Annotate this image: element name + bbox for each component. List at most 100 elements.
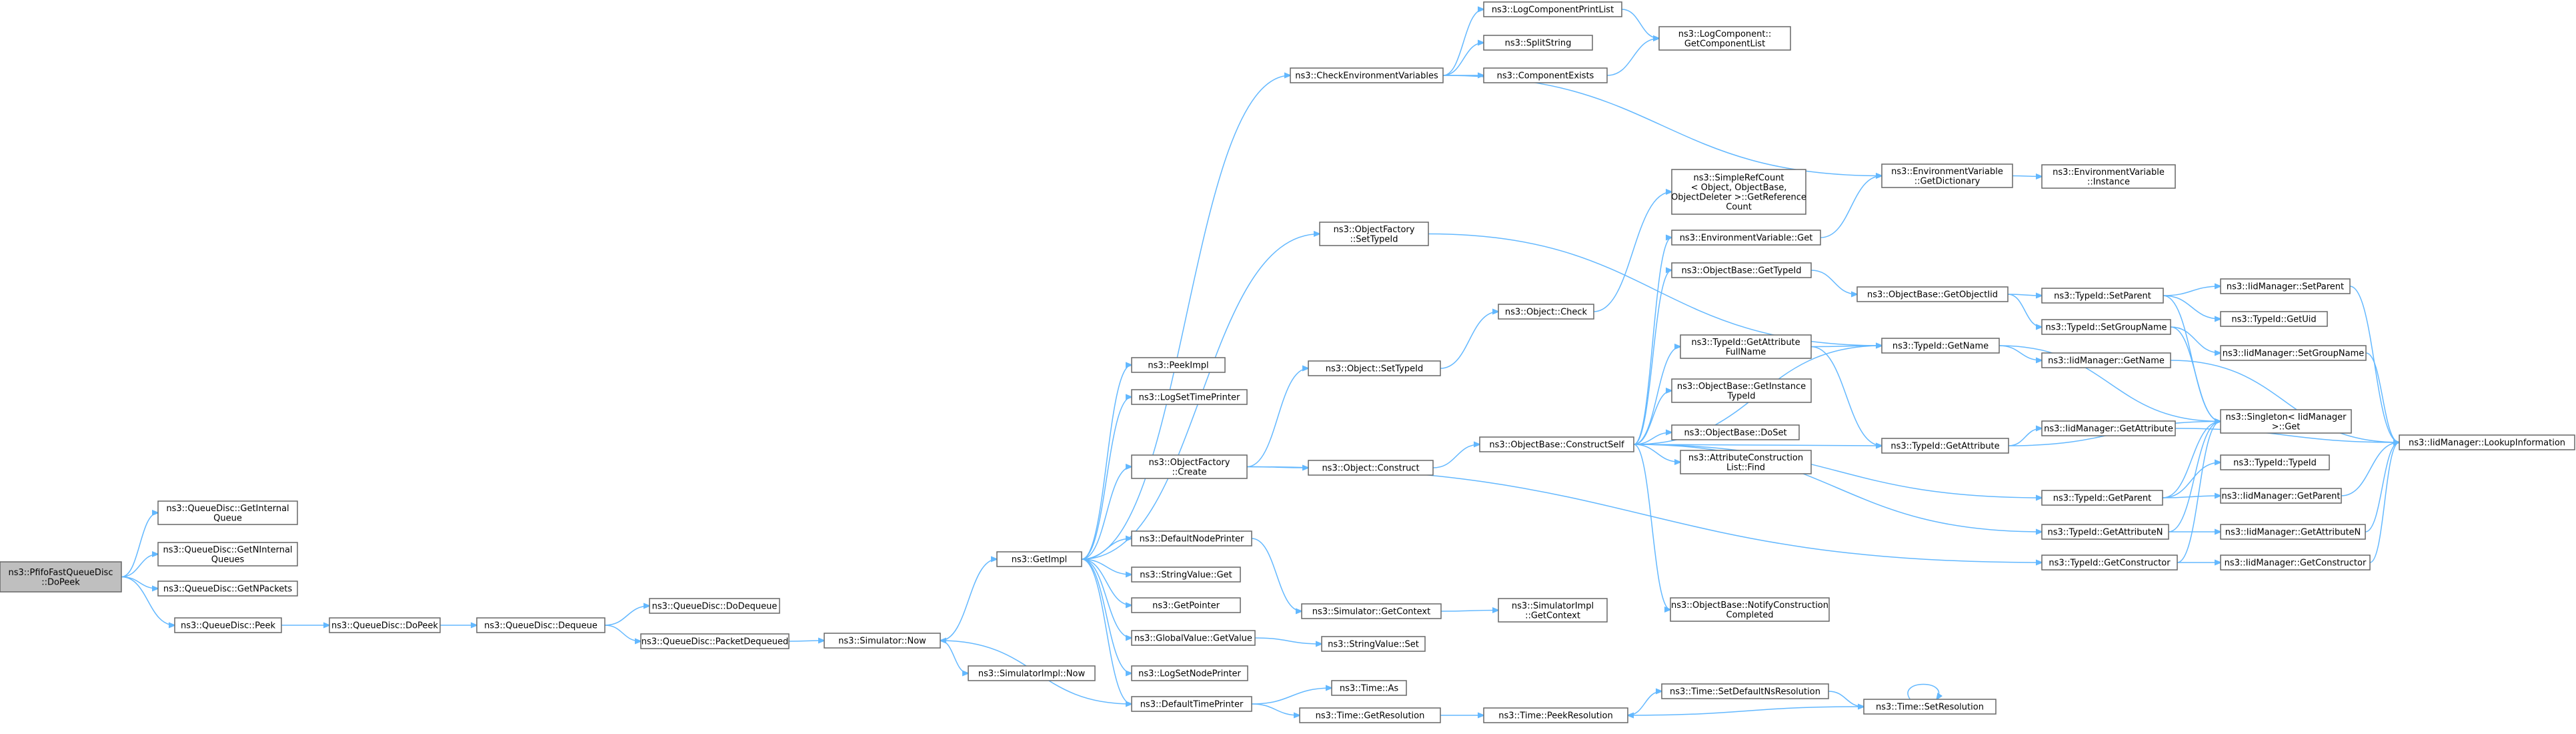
node-box bbox=[476, 617, 605, 633]
node-typeIdSetParent[interactable]: ns3::TypeId::SetParent bbox=[2041, 288, 2164, 304]
edge-typeIdSetParent-to-iidManagerSetParent bbox=[2163, 286, 2221, 296]
node-getPointer[interactable]: ns3::GetPointer bbox=[1131, 597, 1241, 613]
node-objFactorySetTypeId[interactable]: ns3::ObjectFactory::SetTypeId bbox=[1319, 222, 1429, 246]
node-label-line: ns3::IidManager::GetAttribute bbox=[2044, 424, 2173, 434]
node-objFactoryCreate[interactable]: ns3::ObjectFactory::Create bbox=[1131, 454, 1248, 479]
node-objectSetTypeId[interactable]: ns3::Object::SetTypeId bbox=[1308, 360, 1441, 376]
node-box bbox=[1671, 230, 1821, 246]
edge-objBaseConstructSelf-to-typeIdGetParent bbox=[1633, 444, 2042, 498]
node-label-line: ns3::ObjectBase::DoSet bbox=[1684, 428, 1786, 438]
node-simpleRefCount[interactable]: ns3::SimpleRefCount< Object, ObjectBase,… bbox=[1671, 169, 1806, 215]
node-box bbox=[1308, 460, 1434, 476]
node-typeIdGetConstructor[interactable]: ns3::TypeId::GetConstructor bbox=[2041, 555, 2178, 571]
node-stringValueGet[interactable]: ns3::StringValue::Get bbox=[1131, 567, 1241, 583]
node-checkEnvVars[interactable]: ns3::CheckEnvironmentVariables bbox=[1290, 67, 1444, 83]
node-box bbox=[2220, 278, 2351, 294]
node-iidManagerGetName[interactable]: ns3::IidManager::GetName bbox=[2041, 352, 2171, 368]
node-doDequeue[interactable]: ns3::QueueDisc::DoDequeue bbox=[649, 598, 780, 614]
node-envVarGetDictionary[interactable]: ns3::EnvironmentVariable::GetDictionary bbox=[1881, 163, 2013, 188]
node-timeSetDefaultNsResolution[interactable]: ns3::Time::SetDefaultNsResolution bbox=[1661, 683, 1829, 699]
node-timeAs[interactable]: ns3::Time::As bbox=[1331, 680, 1407, 696]
node-globalValueGetValue[interactable]: ns3::GlobalValue::GetValue bbox=[1131, 630, 1256, 646]
node-label-line: ns3::QueueDisc::Peek bbox=[181, 621, 275, 631]
node-dequeue[interactable]: ns3::QueueDisc::Dequeue bbox=[476, 617, 605, 633]
node-simNow[interactable]: ns3::Simulator::Now bbox=[824, 633, 941, 649]
edge-checkEnvVars-to-logComponentPrintList bbox=[1442, 9, 1484, 76]
node-stringValueSet[interactable]: ns3::StringValue::Set bbox=[1321, 636, 1426, 652]
edge-root-to-peek bbox=[121, 576, 175, 626]
node-label-line: ns3::DefaultTimePrinter bbox=[1140, 700, 1244, 710]
node-objBaseNotifyConstructionCompleted[interactable]: ns3::ObjectBase::NotifyConstructionCompl… bbox=[1670, 597, 1830, 622]
node-peekImpl[interactable]: ns3::PeekImpl bbox=[1131, 357, 1226, 373]
node-envVarInstance[interactable]: ns3::EnvironmentVariable::Instance bbox=[2041, 164, 2176, 189]
node-iidManagerGetAttribute[interactable]: ns3::IidManager::GetAttribute bbox=[2041, 420, 2176, 436]
node-typeIdGetAttribute[interactable]: ns3::TypeId::GetAttribute bbox=[1881, 438, 2009, 454]
node-typeIdGetParent[interactable]: ns3::TypeId::GetParent bbox=[2041, 490, 2163, 506]
edge-objectSetTypeId-to-objectCheck bbox=[1440, 312, 1498, 369]
node-getNPackets[interactable]: ns3::QueueDisc::GetNPackets bbox=[157, 581, 298, 597]
node-logSetNodePrinter[interactable]: ns3::LogSetNodePrinter bbox=[1131, 665, 1248, 681]
edge-getImpl-to-checkEnvVars bbox=[1081, 75, 1290, 560]
node-timePeekResolution[interactable]: ns3::Time::PeekResolution bbox=[1483, 707, 1628, 723]
node-iidManagerGetAttributeN[interactable]: ns3::IidManager::GetAttributeN bbox=[2220, 524, 2366, 540]
node-timeSetResolution[interactable]: ns3::Time::SetResolution bbox=[1863, 699, 1997, 715]
node-iidManagerSetParent[interactable]: ns3::IidManager::SetParent bbox=[2220, 278, 2351, 294]
node-objBaseGetObjectIid[interactable]: ns3::ObjectBase::GetObjectIid bbox=[1856, 286, 2009, 302]
node-timeGetResolution[interactable]: ns3::Time::GetResolution bbox=[1299, 707, 1441, 723]
node-box bbox=[1131, 454, 1248, 479]
node-label-line: ns3::TypeId::GetParent bbox=[2053, 494, 2152, 504]
node-typeIdTypeId[interactable]: ns3::TypeId::TypeId bbox=[2220, 454, 2330, 470]
node-label-line: ns3::TypeId::GetUid bbox=[2231, 315, 2316, 325]
edge-objFactoryCreate-to-objectSetTypeId bbox=[1246, 368, 1308, 468]
node-box bbox=[2041, 319, 2171, 335]
node-typeIdGetAttributeN[interactable]: ns3::TypeId::GetAttributeN bbox=[2041, 524, 2169, 540]
node-getImpl[interactable]: ns3::GetImpl bbox=[996, 551, 1082, 567]
node-componentExists[interactable]: ns3::ComponentExists bbox=[1483, 67, 1608, 83]
node-singletonIidManagerGet[interactable]: ns3::Singleton< IidManager>::Get bbox=[2220, 409, 2352, 434]
node-iidManagerGetParent[interactable]: ns3::IidManager::GetParent bbox=[2220, 488, 2342, 504]
node-logComponentGetList[interactable]: ns3::LogComponent::GetComponentList bbox=[1658, 26, 1791, 51]
node-simImplGetContext[interactable]: ns3::SimulatorImpl::GetContext bbox=[1498, 598, 1608, 623]
node-logSetTimePrinter[interactable]: ns3::LogSetTimePrinter bbox=[1131, 389, 1248, 405]
node-box bbox=[640, 633, 790, 649]
node-objectConstruct[interactable]: ns3::Object::Construct bbox=[1308, 460, 1434, 476]
node-box bbox=[1670, 597, 1830, 622]
node-box bbox=[2041, 164, 2176, 189]
node-objBaseDoSet[interactable]: ns3::ObjectBase::DoSet bbox=[1671, 424, 1800, 440]
node-objBaseGetTypeId[interactable]: ns3::ObjectBase::GetTypeId bbox=[1671, 262, 1812, 278]
node-splitString[interactable]: ns3::SplitString bbox=[1483, 35, 1593, 51]
node-box bbox=[2041, 420, 2176, 436]
node-iidManagerLookupInformation[interactable]: ns3::IidManager::LookupInformation bbox=[2399, 434, 2575, 450]
node-iidManagerSetGroupName[interactable]: ns3::IidManager::SetGroupName bbox=[2220, 345, 2367, 361]
node-simImplNow[interactable]: ns3::SimulatorImpl::Now bbox=[968, 665, 1096, 681]
node-label-line: ns3::SplitString bbox=[1505, 39, 1572, 49]
node-typeIdSetGroupName[interactable]: ns3::TypeId::SetGroupName bbox=[2041, 319, 2171, 335]
edge-typeIdGetParent-to-singletonIidManagerGet bbox=[2162, 422, 2221, 498]
node-doPeek[interactable]: ns3::QueueDisc::DoPeek bbox=[329, 617, 441, 633]
node-typeIdGetName[interactable]: ns3::TypeId::GetName bbox=[1881, 338, 2000, 354]
node-packetDequeued[interactable]: ns3::QueueDisc::PacketDequeued bbox=[640, 633, 790, 649]
node-label-line: ns3::SimpleRefCount bbox=[1693, 173, 1784, 183]
node-logComponentPrintList[interactable]: ns3::LogComponentPrintList bbox=[1483, 1, 1622, 17]
node-label-line: ns3::IidManager::GetParent bbox=[2221, 492, 2340, 502]
node-peek[interactable]: ns3::QueueDisc::Peek bbox=[174, 617, 282, 633]
node-box bbox=[1479, 436, 1634, 452]
node-envVarGet[interactable]: ns3::EnvironmentVariable::Get bbox=[1671, 230, 1821, 246]
node-typeIdGetUid[interactable]: ns3::TypeId::GetUid bbox=[2220, 311, 2328, 327]
node-root[interactable]: ns3::PfifoFastQueueDisc::DoPeek bbox=[0, 561, 122, 593]
node-box bbox=[2041, 288, 2164, 304]
node-objBaseConstructSelf[interactable]: ns3::ObjectBase::ConstructSelf bbox=[1479, 436, 1634, 452]
node-box bbox=[996, 551, 1082, 567]
node-simGetContext[interactable]: ns3::Simulator::GetContext bbox=[1301, 603, 1442, 619]
node-defaultTimePrinter[interactable]: ns3::DefaultTimePrinter bbox=[1131, 696, 1252, 712]
edge-objBaseConstructSelf-to-objBaseGetTypeId bbox=[1633, 270, 1672, 445]
node-objectCheck[interactable]: ns3::Object::Check bbox=[1498, 304, 1594, 320]
node-label-line: ns3::Time::SetDefaultNsResolution bbox=[1670, 687, 1820, 697]
node-iidManagerGetConstructor[interactable]: ns3::IidManager::GetConstructor bbox=[2220, 555, 2371, 571]
node-defaultNodePrinter[interactable]: ns3::DefaultNodePrinter bbox=[1131, 530, 1252, 546]
